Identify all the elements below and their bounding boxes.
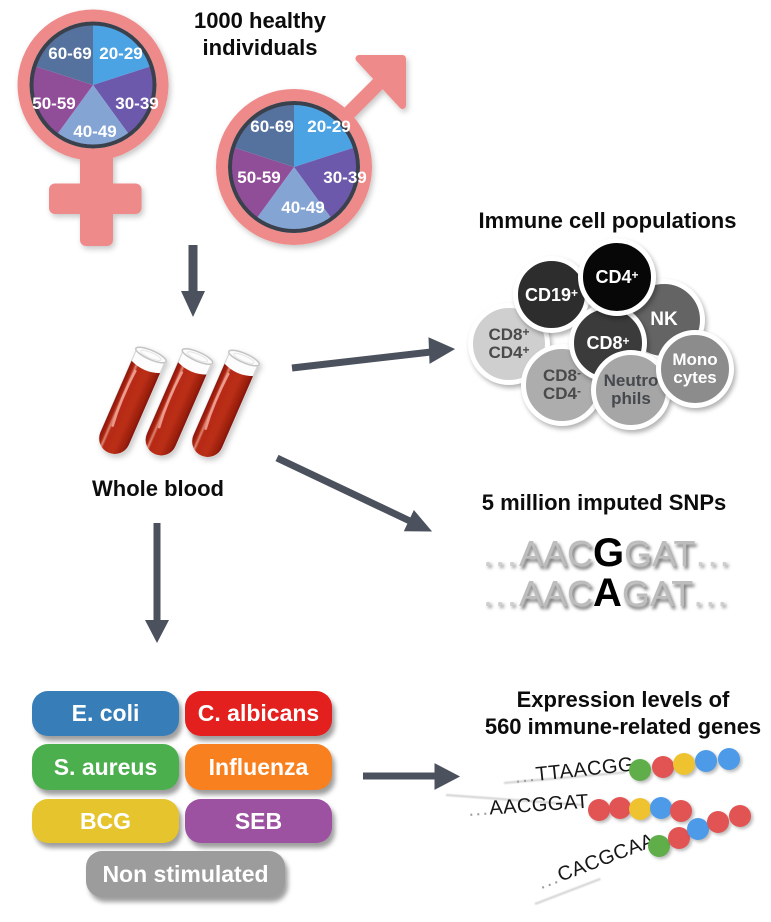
svg-text:30-39: 30-39 bbox=[115, 94, 158, 113]
svg-text:30-39: 30-39 bbox=[323, 168, 366, 187]
svg-text:60-69: 60-69 bbox=[250, 117, 293, 136]
svg-text:40-49: 40-49 bbox=[281, 198, 324, 217]
svg-text:60-69: 60-69 bbox=[48, 44, 91, 63]
svg-text:20-29: 20-29 bbox=[99, 44, 142, 63]
svg-text:50-59: 50-59 bbox=[32, 94, 75, 113]
svg-text:20-29: 20-29 bbox=[307, 117, 350, 136]
svg-text:40-49: 40-49 bbox=[73, 122, 116, 141]
svg-text:50-59: 50-59 bbox=[237, 168, 280, 187]
